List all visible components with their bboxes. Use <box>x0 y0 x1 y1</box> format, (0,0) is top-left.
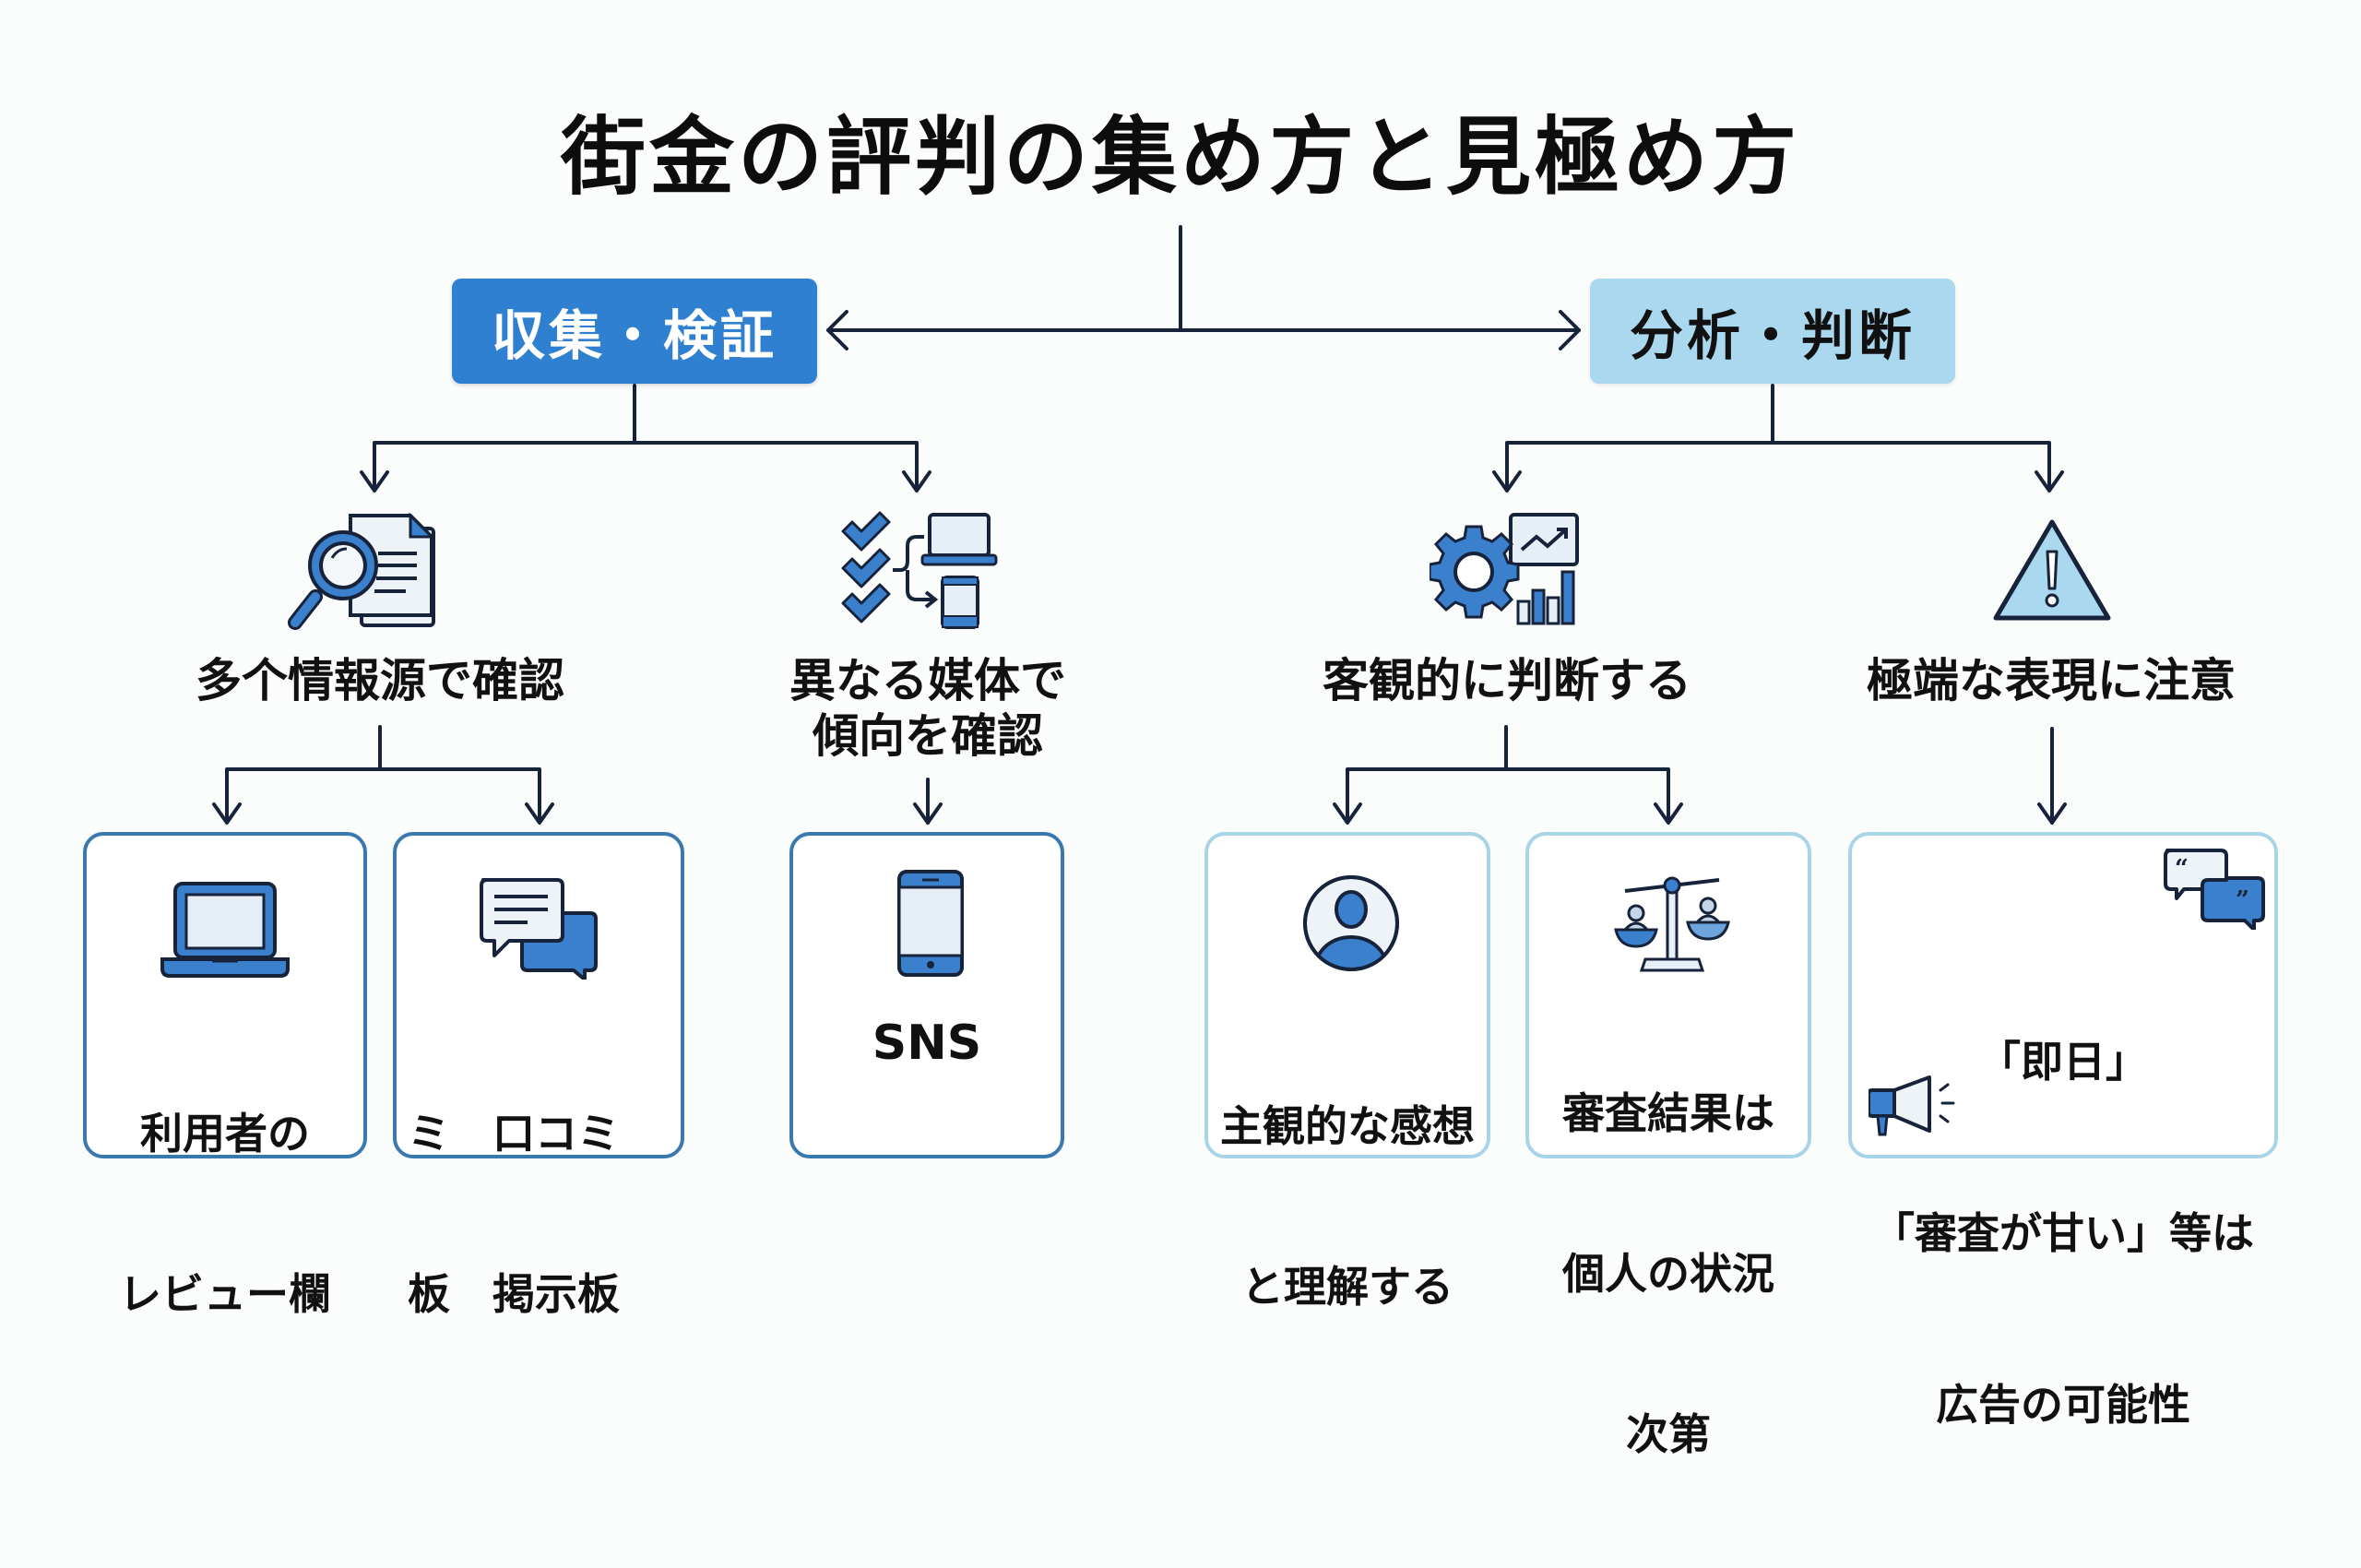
arrowhead-down <box>902 470 931 493</box>
subtopic-beware-extreme-expressions: 極端な表現に注意 <box>1867 654 2236 707</box>
megaphone-icon <box>1869 1075 1955 1136</box>
arrowhead-right <box>1559 310 1581 350</box>
arrowhead-down <box>1492 470 1522 493</box>
gear-chart-icon <box>1430 513 1579 625</box>
card-word-of-mouth-board: ミ 口コミ 板 掲示板 <box>393 832 684 1319</box>
magnifier-document-icon <box>288 512 435 630</box>
card-advertising-warning: “ ” 「即日」 「審査が甘い」等は 広告の可能性 <box>1848 832 2278 1430</box>
arrowhead-left <box>826 310 848 350</box>
arrowhead-down <box>1654 802 1683 825</box>
subtopic-objective-judgment: 客観的に判断する <box>1323 654 1691 707</box>
card-user-reviews: 利用者の レビュー欄 <box>83 832 367 1319</box>
arrowhead-down <box>212 802 242 825</box>
user-avatar-icon <box>1303 875 1399 971</box>
branch-line-right <box>1505 441 2051 491</box>
chat-bubbles-icon <box>480 878 598 980</box>
card-subjective-impressions: 主観的な感想 と理解する <box>1204 832 1490 1312</box>
branch-line-left <box>373 441 919 491</box>
category-label: 分析・判断 <box>1629 304 1916 367</box>
quote-bubbles-icon: “ ” <box>2164 849 2265 930</box>
subtopic-multiple-sources: 多个情報源で確認 <box>196 654 564 707</box>
arrowhead-down <box>525 802 554 825</box>
category-label: 収集・検証 <box>491 304 777 367</box>
page-title: 街金の評判の集め方と見極め方 <box>560 108 1800 207</box>
arrowhead-down <box>360 470 389 493</box>
balance-scale-icon <box>1614 876 1730 972</box>
arrowhead-down <box>913 802 943 825</box>
laptop-icon <box>160 882 290 978</box>
svg-text:“: “ <box>2175 855 2189 883</box>
smartphone-icon <box>897 870 964 977</box>
category-collect-verify[interactable]: 収集・検証 <box>452 279 817 384</box>
card-sns: SNS <box>789 832 1064 1158</box>
arrowhead-down <box>2037 802 2067 825</box>
warning-triangle-icon <box>1993 519 2111 621</box>
arrowhead-down <box>2035 470 2064 493</box>
arrowhead-down <box>1333 802 1362 825</box>
checklist-devices-icon <box>841 511 998 629</box>
subtopic-different-media: 異なる媒体で 傾向を確認 <box>789 654 1066 763</box>
card-screening-depends: 審査結果は 個人の状況 次第 <box>1525 832 1811 1459</box>
category-analyze-judge[interactable]: 分析・判断 <box>1590 279 1955 384</box>
svg-text:”: ” <box>2236 886 2249 914</box>
